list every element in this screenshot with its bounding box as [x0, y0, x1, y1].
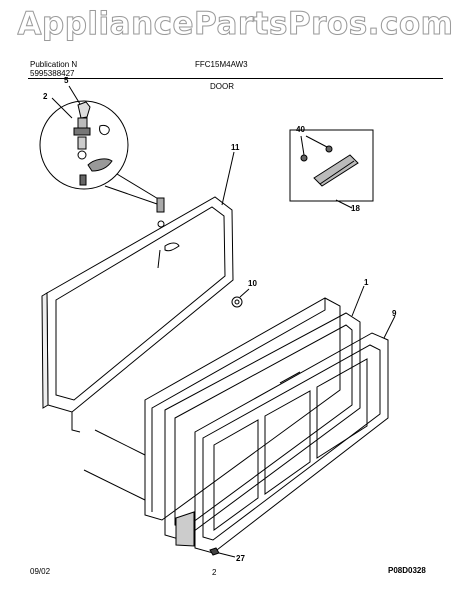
publication-label: Publication N	[30, 60, 78, 69]
section-title: DOOR	[210, 82, 234, 91]
shelf-bracket-detail	[289, 129, 374, 209]
callout-27: 27	[236, 554, 245, 563]
leader-5	[68, 85, 81, 105]
hinge-bracket-part	[79, 158, 113, 186]
header-rule	[28, 78, 443, 79]
door-gasket	[41, 196, 234, 413]
callout-10: 10	[248, 279, 257, 288]
model-number: FFC15M4AW3	[195, 60, 248, 69]
screw-10	[231, 288, 250, 308]
callout-18: 18	[351, 204, 360, 213]
footer-drawing-code: P08D0328	[388, 566, 426, 575]
callout-9: 9	[392, 309, 397, 318]
hinge-cap-part	[73, 101, 91, 136]
grille-strip	[175, 511, 195, 547]
cabinet-outline	[71, 412, 146, 501]
hinge-detail-circle	[39, 100, 161, 206]
callout-11: 11	[231, 143, 240, 152]
outer-door-panel	[194, 315, 396, 554]
inner-door-liner	[144, 297, 341, 521]
callout-40: 40	[296, 125, 305, 134]
hinge-screw-part	[77, 125, 110, 160]
screw-27	[209, 547, 236, 558]
door-frame	[164, 285, 365, 541]
callout-5: 5	[64, 76, 69, 85]
callout-1: 1	[364, 278, 369, 287]
callout-2: 2	[43, 92, 48, 101]
footer-date: 09/02	[30, 567, 51, 576]
door-hinge-assembly	[156, 197, 180, 269]
publication-number: 5995388427	[30, 69, 75, 78]
leader-11	[221, 151, 235, 206]
footer-page-number: 2	[212, 568, 217, 577]
watermark: AppliancePartsPros.com	[17, 6, 454, 43]
leader-2	[51, 97, 73, 119]
